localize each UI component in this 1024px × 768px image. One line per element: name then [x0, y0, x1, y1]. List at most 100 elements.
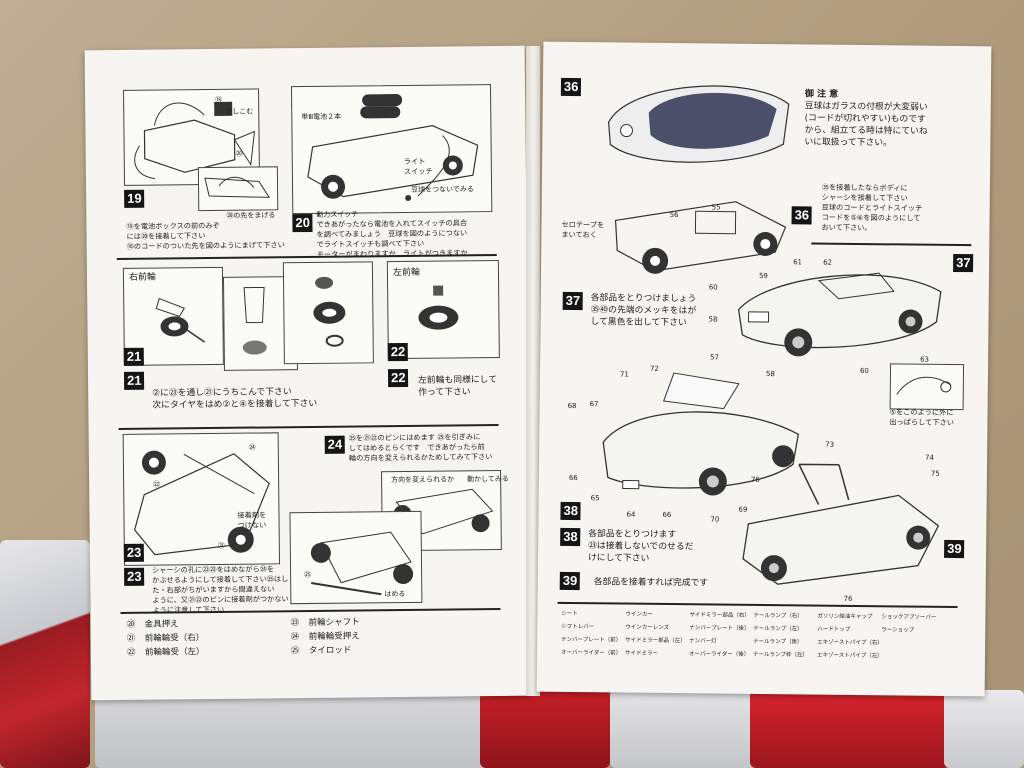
- step21-right-front-wheel-drawing: [122, 266, 224, 366]
- step39-caption: 各部品を接着すれば完成です: [593, 577, 709, 589]
- step37-side-note: ⑤をこのように外に 出っぱらして下さい: [889, 407, 954, 427]
- model-kit-red-body-parts: [750, 690, 950, 768]
- step20-label-power-switch: 動力スイッチ: [316, 210, 359, 219]
- step24-tie-rod-drawing: [289, 510, 423, 605]
- part-callout: 57: [710, 353, 720, 362]
- section-divider-right-2: [557, 601, 958, 609]
- step22-title: 左前輪: [392, 267, 421, 279]
- step37-car-exterior-drawing: [728, 250, 951, 368]
- step23-label-24: ㉔: [248, 443, 256, 452]
- part-callout: 60: [708, 283, 718, 292]
- step-number-21b: 21: [123, 371, 145, 390]
- step-number-22: 22: [387, 342, 409, 362]
- step24-label-fit: はめる: [384, 589, 406, 599]
- step-number-23b: 23: [124, 567, 145, 586]
- model-kit-sprue-bag-right: [944, 690, 1024, 768]
- step19-label-bend: ⑳の先をまげる: [226, 211, 276, 220]
- part-callout: 63: [920, 355, 930, 364]
- step19-bend-detail-drawing: [197, 166, 279, 212]
- step-number-20b: 20: [292, 213, 313, 233]
- step-number-39: 39: [944, 539, 965, 559]
- model-kit-red-sprue: [480, 690, 610, 768]
- part-callout: 68: [567, 401, 577, 411]
- part-callout: 66: [662, 510, 672, 520]
- step37-caption: 各部品をとりつけましょう ㉟㊵の先端のメッキをはが して黒色を出して下さい: [590, 293, 697, 329]
- step23-front-axle-drawing: [122, 432, 281, 566]
- step22-caption: 左前輪も同様にして 作って下さい: [418, 375, 498, 398]
- part-callout: 67: [589, 400, 599, 409]
- step36-label-tape: セロテープを まいておく: [561, 219, 605, 240]
- step19-label-insert: さしこむ: [225, 107, 254, 116]
- part-callout: 75: [930, 469, 940, 478]
- part-callout: 58: [708, 315, 718, 324]
- part-callout: 76: [843, 594, 853, 603]
- instruction-page-left: 19 ⑱ さしこむ ⑳ 19 ⑳の先をまげる ⑲を電池ボックスの前のみぞ には⑳…: [84, 45, 532, 701]
- step-number-36: 36: [560, 77, 582, 97]
- part-callout: 65: [590, 494, 600, 503]
- step21-tire-fitting-drawing: [282, 261, 374, 365]
- step23-caption: シャーシの孔に㉒㉓をはめながら㉔を かぶせるようにして接着して下さい㉕はし た・…: [152, 564, 289, 615]
- step21-assembly-detail: [222, 276, 298, 371]
- part-callout: 66: [568, 473, 578, 483]
- step-number-38: 38: [560, 501, 582, 521]
- part-callout: 70: [710, 515, 720, 524]
- part-callout: 74: [925, 453, 935, 462]
- step36-label-55: 55: [711, 203, 721, 212]
- step-number-23: 23: [123, 543, 145, 562]
- section-divider-2: [118, 424, 499, 430]
- step23-label-no-glue: 接着剤を つけない: [237, 510, 267, 530]
- step20-label-battery: 単Ⅲ電池２本: [301, 112, 342, 122]
- step22-left-front-wheel-drawing: [386, 259, 500, 360]
- step-number-21: 21: [123, 347, 145, 366]
- section-divider-right-1: [811, 242, 972, 247]
- parts-legend-right: シートウインカーサイドミラー部品（右）テールランプ（右）ガソリン給油キャップショ…: [561, 610, 972, 666]
- part-callout: 64: [626, 510, 636, 519]
- part-callout: 73: [825, 440, 835, 449]
- part-callout: 62: [823, 258, 833, 267]
- step19-wiring-drawing: [123, 88, 261, 186]
- step24-caption: ㉕を㉑㉒のピンにはめます ㉕を引ぎみに してはめるとらくです できあがったら前 …: [348, 432, 493, 463]
- booklet-spine: [526, 46, 540, 696]
- caution-title: 御 注 意: [804, 89, 839, 100]
- step37-detail-drawing: [889, 363, 965, 411]
- step36-body-drawing: [598, 72, 799, 172]
- part-callout: 60: [859, 367, 869, 376]
- model-kit-clear-parts: [610, 690, 760, 768]
- step36-caption: ㉟を接着したならボディに シャーシを接着して下さい 豆球のコードとライトスイッチ…: [821, 182, 923, 233]
- step-number-38b: 38: [560, 527, 581, 547]
- step23-label-21: ㉑: [217, 541, 225, 550]
- step24-label-push: 動かしてみる: [467, 474, 509, 484]
- part-callout: 69: [738, 505, 748, 514]
- step36-label-56: 56: [669, 211, 679, 220]
- step36-chassis-drawing: [605, 170, 796, 282]
- part-callout: 71: [619, 370, 629, 379]
- step19-label-20: ⑳: [235, 149, 243, 158]
- step38-car-rear-drawing: [562, 362, 804, 515]
- step21-caption: ②に㉓を通し㉑にうちこんで下さい 次にタイヤをはめ②と④を接着して下さい: [152, 387, 318, 411]
- step-number-39b: 39: [559, 571, 581, 591]
- part-callout: 59: [758, 271, 768, 281]
- part-callout: 61: [793, 258, 803, 267]
- step-number-37b: 37: [562, 291, 584, 311]
- step39-undercarriage-drawing: [728, 444, 950, 596]
- step19-label-18: ⑱: [215, 95, 223, 104]
- step21-title: 右前輪: [128, 272, 157, 283]
- part-callout: 72: [649, 364, 659, 373]
- step24-label-change-direction: 方向を変えられるか: [391, 475, 455, 485]
- step24-label-25: ㉕: [304, 570, 312, 580]
- step-number-37: 37: [953, 253, 974, 273]
- instruction-page-right: 36 セロテープを まいておく 56 55 36 御 注 意 豆球はガラスの付根…: [536, 41, 992, 697]
- step-number-19b: 19: [124, 189, 145, 208]
- step20-label-light-switch: ライト スイッチ: [403, 156, 433, 176]
- step23-label-22: ㉒: [153, 480, 161, 489]
- model-kit-chrome-sprue: [95, 688, 495, 768]
- step20-label-connect-bulb: 豆球をつないでみる: [411, 185, 474, 194]
